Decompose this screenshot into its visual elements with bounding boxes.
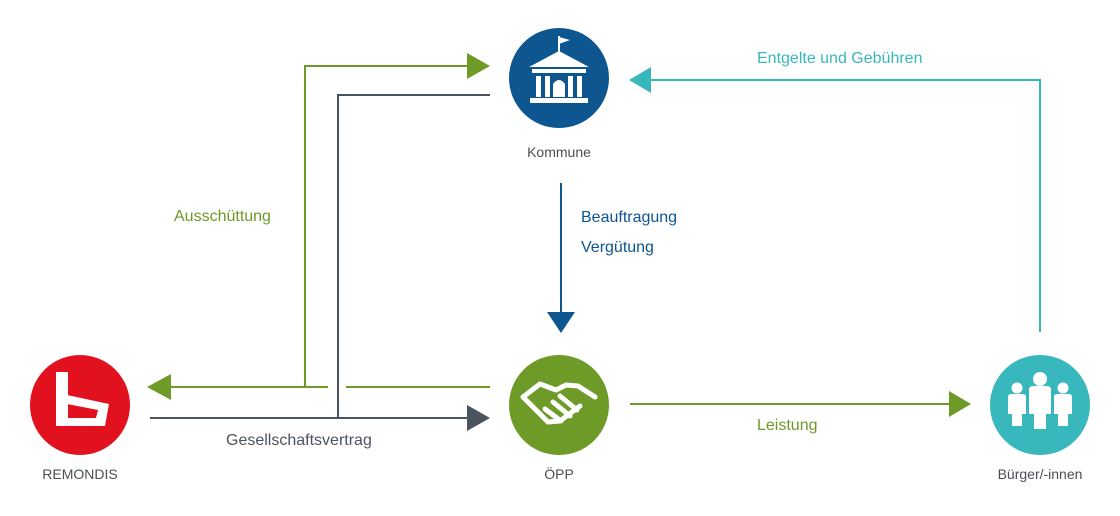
arrowhead-down <box>547 312 575 333</box>
entgelte-label: Entgelte und Gebühren <box>757 50 923 67</box>
leistung-arrow <box>630 391 971 417</box>
arrowhead-left <box>629 67 651 93</box>
ausschuettung-arrow <box>147 53 490 400</box>
oepp-label: ÖPP <box>544 466 574 482</box>
arrowhead-right <box>949 391 971 417</box>
town-hall-icon <box>529 36 589 103</box>
leistung-label: Leistung <box>757 417 818 434</box>
remondis-node <box>30 355 130 455</box>
oepp-node <box>509 355 609 455</box>
factory-chair-icon <box>56 372 109 426</box>
remondis-label: REMONDIS <box>42 466 118 482</box>
gesellschaftsvertrag-arrow <box>150 94 490 431</box>
handshake-icon <box>520 381 598 425</box>
beauftragung-arrow <box>547 183 575 333</box>
arrowhead-right <box>467 405 490 431</box>
gesellschaftsvertrag-label: Gesellschaftsvertrag <box>226 432 372 449</box>
buerger-node <box>990 355 1090 455</box>
people-icon <box>1008 372 1072 429</box>
kommune-node <box>509 28 609 128</box>
buerger-label: Bürger/-innen <box>997 466 1083 482</box>
ausschuettung-label: Ausschüttung <box>174 208 271 225</box>
arrowhead-left <box>147 374 171 400</box>
kommune-label: Kommune <box>527 144 591 160</box>
beauftragung-label: Beauftragung <box>581 209 678 226</box>
verguetung-label: Vergütung <box>581 239 654 256</box>
arrowhead-right <box>467 53 490 79</box>
entgelte-arrow <box>629 67 1041 332</box>
